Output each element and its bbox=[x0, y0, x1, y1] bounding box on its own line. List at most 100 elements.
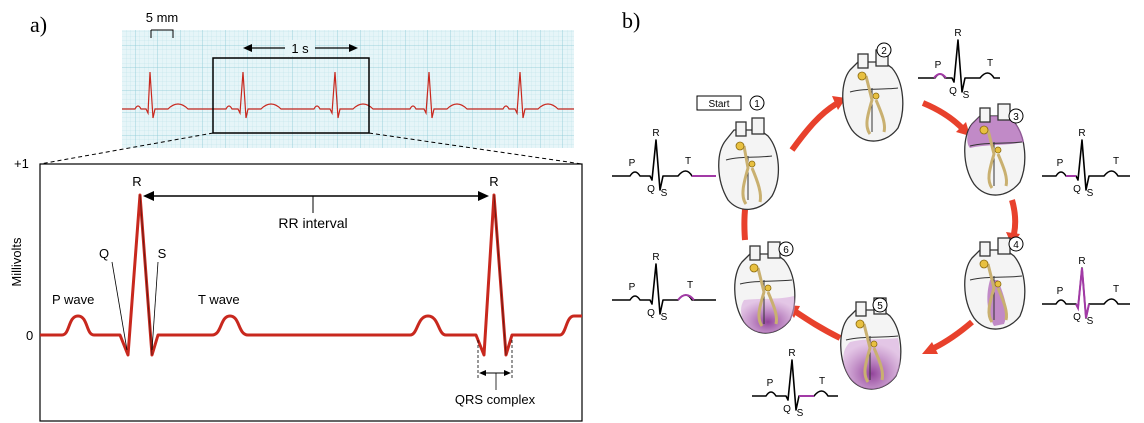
step-circle bbox=[749, 95, 765, 111]
r-label-left: R bbox=[132, 174, 141, 189]
mini-t: T bbox=[1113, 284, 1119, 295]
sa-node-icon bbox=[857, 71, 867, 81]
mini-q: Q bbox=[783, 404, 791, 415]
mini-ecg-trace bbox=[612, 139, 716, 191]
av-node-icon bbox=[872, 92, 880, 100]
sa-node-icon bbox=[855, 319, 865, 329]
step-circle bbox=[876, 42, 892, 58]
step-circle bbox=[778, 241, 794, 257]
heart-vessel bbox=[857, 53, 869, 69]
mini-t: T bbox=[987, 58, 993, 69]
ecg-detail: +1 0 Millivolts R R RR interval Q S P wa… bbox=[9, 156, 583, 422]
av-node-icon bbox=[764, 284, 772, 292]
ytick-top: +1 bbox=[14, 156, 29, 171]
conduction-path bbox=[741, 145, 762, 205]
strip-trace bbox=[122, 71, 574, 119]
panel-a: a) 5 mm 1 s +1 0 Millivolts bbox=[9, 10, 583, 422]
mini-s: S bbox=[1087, 316, 1094, 327]
mini-r: R bbox=[1078, 128, 1085, 139]
s-leader bbox=[151, 261, 159, 351]
rr-arrow-left bbox=[143, 191, 154, 201]
step-number: 5 bbox=[877, 301, 883, 312]
scale-bracket bbox=[150, 29, 174, 38]
zoom-box bbox=[212, 57, 370, 134]
heart-step-6: 6 bbox=[734, 241, 796, 334]
mini-s: S bbox=[661, 188, 668, 199]
heart-vessel bbox=[767, 241, 781, 259]
zoom-line-left bbox=[39, 132, 214, 165]
y-axis-label: Millivolts bbox=[9, 237, 24, 287]
mini-q: Q bbox=[647, 184, 655, 195]
av-node-icon bbox=[748, 160, 756, 168]
ytick-zero: 0 bbox=[26, 328, 33, 343]
cycle-arrowhead-2-3 bbox=[956, 122, 970, 136]
time-label-bg bbox=[285, 40, 315, 56]
ventricles-repolarizing bbox=[741, 296, 795, 334]
mini-t: T bbox=[685, 156, 691, 167]
mini-ecg-step-3: P R Q S T bbox=[1042, 128, 1130, 199]
detail-trace-shade bbox=[139, 194, 507, 356]
panel-b-label: b) bbox=[622, 8, 640, 33]
mini-ecg-step-5: P R Q S T bbox=[752, 348, 838, 419]
mini-p: P bbox=[767, 378, 774, 389]
mini-r: R bbox=[954, 28, 961, 39]
heart-vessel bbox=[997, 237, 1011, 255]
mini-q: Q bbox=[647, 308, 655, 319]
mini-p: P bbox=[935, 60, 942, 71]
start-label: Start bbox=[708, 99, 729, 110]
mini-t: T bbox=[687, 280, 693, 291]
mini-ecg-trace bbox=[1042, 139, 1130, 191]
mini-s: S bbox=[1087, 188, 1094, 199]
conduction-path bbox=[986, 129, 1008, 189]
heart-step-1: 1 bbox=[718, 95, 780, 210]
cycle-arrow-2-3 bbox=[921, 100, 965, 131]
panel-b: b) Start 1 bbox=[612, 8, 1130, 419]
grid-lines bbox=[122, 30, 574, 148]
q-label: Q bbox=[99, 246, 109, 261]
mini-t: T bbox=[1113, 156, 1119, 167]
mini-ecg-highlight bbox=[677, 294, 695, 301]
mini-s: S bbox=[661, 312, 668, 323]
time-label: 1 s bbox=[291, 41, 309, 56]
qrs-arrow-right bbox=[504, 370, 511, 376]
heart-step-5: 5 bbox=[840, 297, 902, 390]
cycle-arrow-4-5 bbox=[932, 319, 974, 351]
mini-ecg-trace bbox=[752, 359, 838, 411]
mini-p: P bbox=[1057, 158, 1064, 169]
av-node-icon bbox=[994, 280, 1002, 288]
conduction-path bbox=[756, 267, 778, 327]
start-box bbox=[696, 95, 742, 111]
mini-q: Q bbox=[949, 86, 957, 97]
step-number: 1 bbox=[754, 99, 760, 110]
step-circle bbox=[1008, 108, 1024, 124]
s-label: S bbox=[158, 246, 167, 261]
step-number: 6 bbox=[783, 245, 789, 256]
mini-s: S bbox=[963, 90, 970, 101]
mini-r: R bbox=[1078, 256, 1085, 267]
step-circle bbox=[872, 297, 888, 313]
mini-r: R bbox=[788, 348, 795, 359]
mini-ecg-step-2: P R Q S T bbox=[918, 28, 1000, 101]
mini-t: T bbox=[819, 376, 825, 387]
heart-vessel bbox=[751, 117, 765, 135]
sa-node-icon bbox=[979, 125, 989, 135]
detail-trace bbox=[40, 193, 582, 357]
mini-q: Q bbox=[1073, 184, 1081, 195]
time-arrow-left bbox=[243, 44, 252, 52]
heart-step-4: 4 bbox=[964, 236, 1026, 330]
conduction-path bbox=[864, 75, 886, 135]
qrs-complex-label: QRS complex bbox=[455, 392, 536, 407]
step-number: 3 bbox=[1013, 112, 1019, 123]
sa-node-icon bbox=[749, 263, 759, 273]
heart-step-2: 2 bbox=[842, 42, 904, 142]
mini-r: R bbox=[652, 252, 659, 263]
mini-s: S bbox=[797, 408, 804, 419]
rr-interval-label: RR interval bbox=[278, 215, 347, 231]
t-wave-label: T wave bbox=[198, 292, 240, 307]
av-node-icon bbox=[994, 146, 1002, 154]
heart-step-3: 3 bbox=[964, 103, 1026, 196]
mini-ecg-highlight bbox=[933, 73, 947, 79]
cycle-arrowhead-4-5 bbox=[922, 342, 938, 354]
mini-p: P bbox=[629, 158, 636, 169]
conduction-path bbox=[862, 323, 884, 383]
